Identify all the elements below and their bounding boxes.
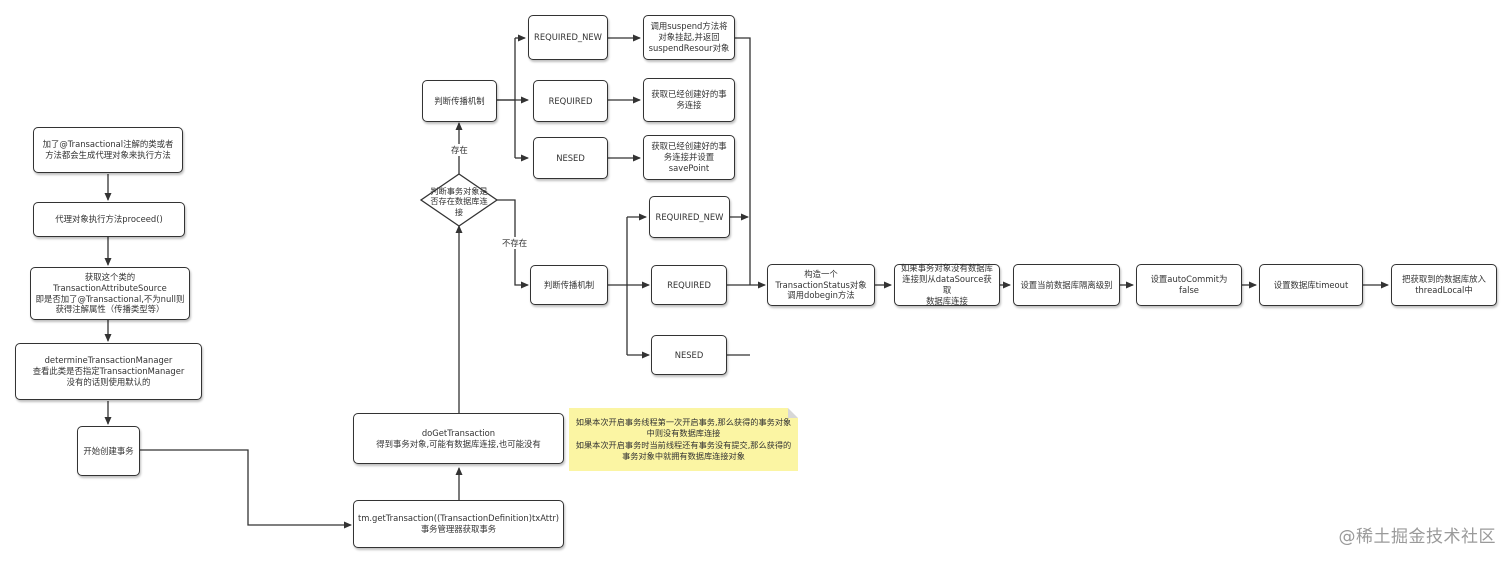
threadlocal-box: 把获取到的数据库放入 threadLocal中 — [1391, 264, 1497, 306]
attribute-source-box: 获取这个类的 TransactionAttributeSource 即是否加了@… — [30, 267, 190, 320]
get-connection-savepoint-box: 获取已经创建好的事 务连接并设置 savePoint — [643, 135, 735, 180]
required-new-mid-box: REQUIRED_NEW — [649, 196, 730, 238]
nesed-top-box: NESED — [533, 137, 608, 179]
proxy-generation-box: 加了@Transactional注解的类或者 方法都会生成代理对象来执行方法 — [33, 127, 183, 173]
propagation-mid-box: 判断传播机制 — [530, 265, 608, 305]
suspend-box: 调用suspend方法将 对象挂起,并返回 suspendResour对象 — [643, 15, 735, 60]
required-mid-box: REQUIRED — [651, 265, 727, 305]
nesed-mid-box: NESED — [651, 335, 727, 375]
arrow-n5-n6 — [140, 449, 352, 529]
decision-diamond — [419, 173, 499, 227]
watermark: @稀土掘金技术社区 — [1338, 527, 1496, 547]
get-transaction-box: tm.getTransaction((TransactionDefinition… — [353, 500, 564, 548]
required-new-top-box: REQUIRED_NEW — [528, 15, 608, 60]
datasource-connection-box: 如果事务对象没有数据库 连接则从dataSource获取 数据库连接 — [894, 263, 1000, 306]
arrow-suspend-merge — [735, 37, 751, 285]
build-status-box: 构造一个 TransactionStatus对象 调用dobegin方法 — [767, 264, 875, 306]
get-connection-box: 获取已经创建好的事 务连接 — [643, 78, 735, 122]
note-fold-corner — [788, 408, 798, 418]
not-exists-label: 不存在 — [501, 237, 529, 249]
do-get-transaction-box: doGetTransaction 得到事务对象,可能有数据库连接,也可能没有 — [353, 413, 564, 464]
transaction-note: 如果本次开启事务线程第一次开启事务,那么获得的事务对象 中则没有数据库连接 如果… — [569, 408, 798, 471]
determine-tm-box: determineTransactionManager 查看此类是否指定Tran… — [15, 343, 202, 400]
start-transaction-box: 开始创建事务 — [77, 426, 140, 476]
set-timeout-box: 设置数据库timeout — [1259, 264, 1363, 306]
set-autocommit-box: 设置autoCommit为false — [1136, 264, 1242, 306]
exists-label: 存在 — [450, 144, 469, 156]
proxy-proceed-box: 代理对象执行方法proceed() — [33, 202, 185, 237]
set-isolation-box: 设置当前数据库隔离级别 — [1013, 264, 1120, 306]
propagation-top-box: 判断传播机制 — [422, 80, 497, 122]
required-top-box: REQUIRED — [533, 80, 608, 122]
decision-text: 判断事务对象是 否存在数据库连 接 — [430, 186, 488, 217]
